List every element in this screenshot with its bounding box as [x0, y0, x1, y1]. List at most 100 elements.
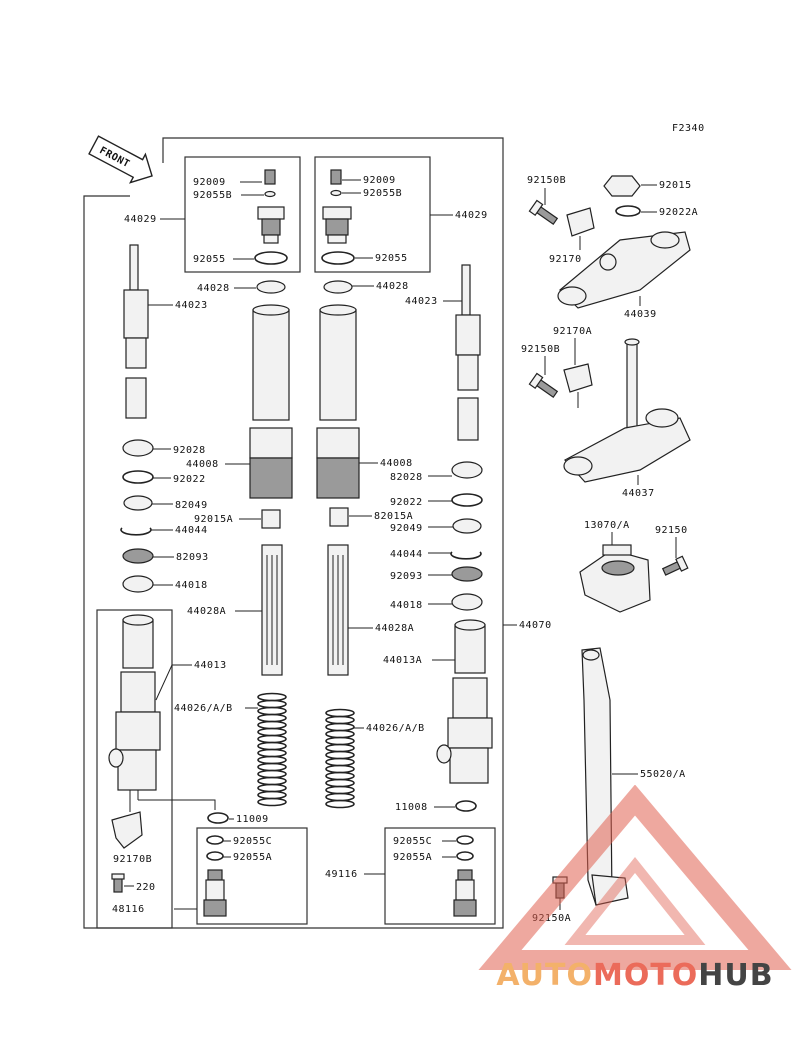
spring-coil — [257, 755, 287, 765]
upper-bracket-44039 — [557, 231, 691, 309]
spring-coil — [325, 764, 355, 774]
label-l-92055a: 92055A — [233, 852, 272, 863]
right-valve-assembly — [453, 869, 477, 917]
spring-coil — [325, 743, 355, 753]
label-l-92055c: 92055C — [233, 836, 272, 847]
label-l-44026: 44026/A/B — [174, 703, 233, 714]
spring-coil — [325, 799, 355, 809]
left-cap-box — [184, 156, 301, 273]
spring-coil — [257, 783, 287, 793]
label-l-92055b: 92055B — [193, 190, 232, 201]
label-l-92015a: 92015A — [194, 514, 233, 525]
left-lower-box — [96, 609, 173, 929]
label-r-82028: 82028 — [390, 472, 423, 483]
spring-coil — [257, 762, 287, 772]
washer-92022a — [615, 205, 641, 217]
spring-coil — [257, 706, 287, 716]
brand-hub: HUB — [698, 958, 774, 993]
left-valve-box — [196, 827, 308, 925]
spring-coil — [257, 713, 287, 723]
label-tr-92170: 92170 — [549, 254, 582, 265]
spring-coil — [325, 785, 355, 795]
watermark-brand: AUTOMOTOHUB — [470, 958, 800, 993]
spring-coil — [325, 750, 355, 760]
spring-coil — [257, 797, 287, 807]
bolt-92150 — [661, 555, 689, 576]
bracket-92170a — [563, 363, 593, 408]
spring-coil — [257, 699, 287, 709]
label-l-44008: 44008 — [186, 459, 219, 470]
right-outer-tube — [436, 619, 493, 784]
label-l-92170b: 92170B — [113, 854, 152, 865]
label-tr-92150b: 92150B — [527, 175, 566, 186]
spring-coil — [325, 792, 355, 802]
left-oring-92055a — [206, 851, 224, 861]
main-frame — [83, 137, 504, 929]
label-r-44018: 44018 — [390, 600, 423, 611]
label-r-92009: 92009 — [363, 175, 396, 186]
right-cylinder-44028a — [327, 544, 349, 676]
label-r-44028a: 44028A — [375, 623, 414, 634]
spring-coil — [325, 778, 355, 788]
label-l-82049: 82049 — [175, 500, 208, 511]
label-st-92150a: 92150A — [532, 913, 571, 924]
left-clip-44044 — [120, 527, 152, 536]
label-r-92093: 92093 — [390, 571, 423, 582]
spring-coil — [257, 790, 287, 800]
label-l-82093: 82093 — [176, 552, 209, 563]
left-damper-rod — [123, 244, 149, 419]
label-r-44028: 44028 — [376, 281, 409, 292]
bolt-220 — [111, 873, 125, 893]
label-l-220: 220 — [136, 882, 156, 893]
bolt-92150b-top — [528, 199, 559, 226]
label-l-44029: 44029 — [124, 214, 157, 225]
left-cylinder-44028a — [261, 544, 283, 676]
label-l-44028: 44028 — [197, 283, 230, 294]
spring-coil — [257, 720, 287, 730]
right-ring-44028 — [323, 280, 353, 294]
spring-coil — [325, 736, 355, 746]
right-nut-82015a — [329, 507, 349, 527]
right-bushing-44018 — [451, 593, 483, 611]
front-arrow-icon: FRONT — [88, 135, 153, 184]
label-l-92055: 92055 — [193, 254, 226, 265]
left-washer-11009 — [207, 812, 229, 824]
label-mr-92170a: 92170A — [553, 326, 592, 337]
spring-coil — [257, 734, 287, 744]
left-cap-bolt — [254, 169, 288, 265]
clamp-13070a — [579, 544, 651, 613]
label-r-44013a: 44013A — [383, 655, 422, 666]
spring-coil — [257, 692, 287, 702]
label-r-44029: 44029 — [455, 210, 488, 221]
label-mr-92150b: 92150B — [521, 344, 560, 355]
label-l-44028a: 44028A — [187, 606, 226, 617]
right-cap-bolt — [321, 169, 355, 265]
label-l-92028: 92028 — [173, 445, 206, 456]
label-r-92022: 92022 — [390, 497, 423, 508]
label-r-92049: 92049 — [390, 523, 423, 534]
label-r-49116: 49116 — [325, 869, 358, 880]
right-valve-box — [384, 827, 496, 925]
left-bushing-44018 — [122, 575, 154, 593]
left-inner-tube — [249, 304, 293, 499]
label-br-13070a: 13070/A — [584, 520, 630, 531]
label-r-11008: 11008 — [395, 802, 428, 813]
bolt-92150b-mid — [528, 372, 559, 399]
label-l-44044: 44044 — [175, 525, 208, 536]
label-r-82015a: 82015A — [374, 511, 413, 522]
left-nut-92015a — [261, 509, 281, 529]
right-damper-rod — [455, 264, 481, 441]
label-l-44013: 44013 — [194, 660, 227, 671]
label-br-92150: 92150 — [655, 525, 688, 536]
label-r-44023: 44023 — [405, 296, 438, 307]
left-oring-92055c — [206, 835, 224, 845]
bracket-92170b — [111, 790, 143, 849]
label-r-92055a: 92055A — [393, 852, 432, 863]
label-r-92055c: 92055C — [393, 836, 432, 847]
right-washer-92022 — [451, 493, 483, 507]
spring-coil — [257, 727, 287, 737]
left-seal-82049 — [123, 495, 153, 511]
label-l-44023: 44023 — [175, 300, 208, 311]
brand-moto: MOTO — [592, 958, 699, 993]
